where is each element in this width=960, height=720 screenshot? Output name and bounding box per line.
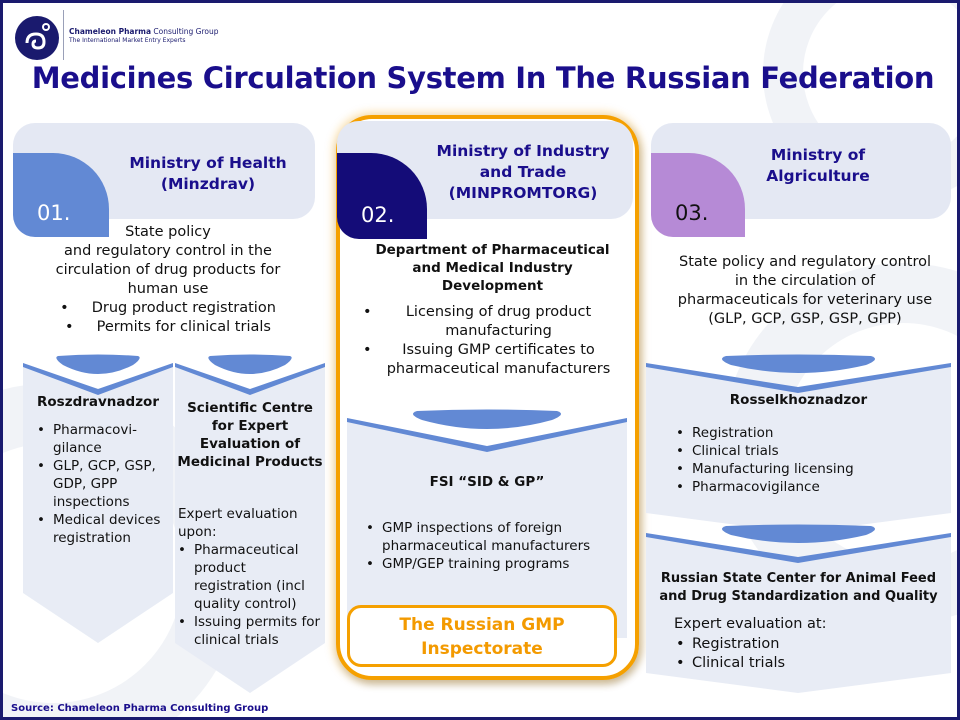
brand-name-light: Consulting Group <box>151 27 219 36</box>
department-bullets: Licensing of drug product manufacturing … <box>363 303 618 379</box>
bullet-text: Permits for clinical trials <box>96 319 271 335</box>
bullet-item: Licensing of drug product manufacturing <box>363 303 618 341</box>
ministry-description-01: State policy and regulatory control in t… <box>23 223 313 337</box>
bullet-item: Medical devices registration <box>37 511 167 547</box>
page-title: Medicines Circulation System In The Russ… <box>31 61 935 95</box>
brand-name: Chameleon Pharma Consulting Group <box>69 27 219 36</box>
description-line: human use <box>127 281 209 297</box>
logo-divider <box>63 10 64 60</box>
ministry-title-line: (MINPROMTORG) <box>448 184 598 202</box>
chameleon-logo-icon <box>15 16 59 60</box>
ministry-title-line: Ministry of Industry <box>436 142 610 160</box>
agency-intro-russian-state-center: Expert evaluation at: <box>674 616 827 632</box>
bullet-item: Clinical trials <box>676 442 936 460</box>
bullet-item: GMP/GEP training programs <box>366 555 621 573</box>
bullet-item: Manufacturing licensing <box>676 460 936 478</box>
bullet-item: Pharmacovi-gilance <box>37 421 167 457</box>
gmp-inspectorate-badge: The Russian GMP Inspectorate <box>347 605 617 667</box>
description-line: and regulatory control in the <box>64 243 272 259</box>
brand-tagline: The International Market Entry Experts <box>69 37 186 44</box>
agency-bullets-fsi: GMP inspections of foreign pharmaceutica… <box>366 519 621 573</box>
bullet-item: Pharmaceutical product registration (inc… <box>178 541 323 613</box>
ministry-title-01: Ministry of Health (Minzdrav) <box>103 153 313 195</box>
agency-bullets-rosselkhoznadzor: Registration Clinical trials Manufacturi… <box>676 424 936 496</box>
bullet-item: Clinical trials <box>676 654 936 673</box>
bullet-text: Drug product registration <box>91 300 276 316</box>
bullet-item: • Drug product registration <box>60 300 276 316</box>
ministry-title-line: and Trade <box>479 163 567 181</box>
bullet-item: GLP, GCP, GSP, GDP, GPP inspections <box>37 457 167 511</box>
agency-bullets-russian-state-center: Registration Clinical trials <box>676 635 936 673</box>
ministry-title-line: Ministry of <box>770 146 866 164</box>
bullet-item: GMP inspections of foreign pharmaceutica… <box>366 519 621 555</box>
agency-intro-scientific-centre: Expert evaluation upon: <box>178 506 298 540</box>
agency-bullets-roszdravnadzor: Pharmacovi-gilance GLP, GCP, GSP, GDP, G… <box>37 421 167 547</box>
brand-name-bold: Chameleon Pharma <box>69 27 152 36</box>
agency-title-roszdravnadzor: Roszdravnadzor <box>37 394 159 410</box>
agency-title-fsi: FSI “SID & GP” <box>429 474 545 490</box>
description-line: circulation of drug products for <box>55 262 281 278</box>
agency-bullets-scientific-centre: Pharmaceutical product registration (inc… <box>178 541 323 649</box>
bullet-item: Pharmacovigilance <box>676 478 936 496</box>
number-label: 03. <box>675 201 709 225</box>
ministry-title-line: (Minzdrav) <box>160 175 256 193</box>
ministry-title-03: Ministry of Algriculture <box>733 145 903 187</box>
agency-title-rosselkhoznadzor: Rosselkhoznadzor <box>729 392 868 408</box>
bullet-item: Registration <box>676 424 936 442</box>
bullet-item: Registration <box>676 635 936 654</box>
number-label: 01. <box>37 201 71 225</box>
department-title: Department of Pharmaceutical and Medical… <box>375 242 610 294</box>
ministry-title-line: Ministry of Health <box>129 154 287 172</box>
description-line: State policy <box>125 224 211 240</box>
bullet-item: Issuing GMP certificates to pharmaceutic… <box>363 341 618 379</box>
ministry-title-line: Algriculture <box>766 167 870 185</box>
bullet-item: • Permits for clinical trials <box>65 319 271 335</box>
bullet-item: Issuing permits for clinical trials <box>178 613 323 649</box>
agency-title-scientific-centre: Scientific Centre for Expert Evaluation … <box>177 400 323 470</box>
highlight-frame <box>336 115 639 680</box>
ministry-title-02: Ministry of Industry and Trade (MINPROMT… <box>423 141 623 204</box>
ministry-description-03: State policy and regulatory control in t… <box>677 254 933 327</box>
source-note: Source: Chameleon Pharma Consulting Grou… <box>11 703 269 714</box>
agency-title-russian-state-center: Russian State Center for Animal Feed and… <box>659 571 938 604</box>
number-label: 02. <box>361 203 395 227</box>
